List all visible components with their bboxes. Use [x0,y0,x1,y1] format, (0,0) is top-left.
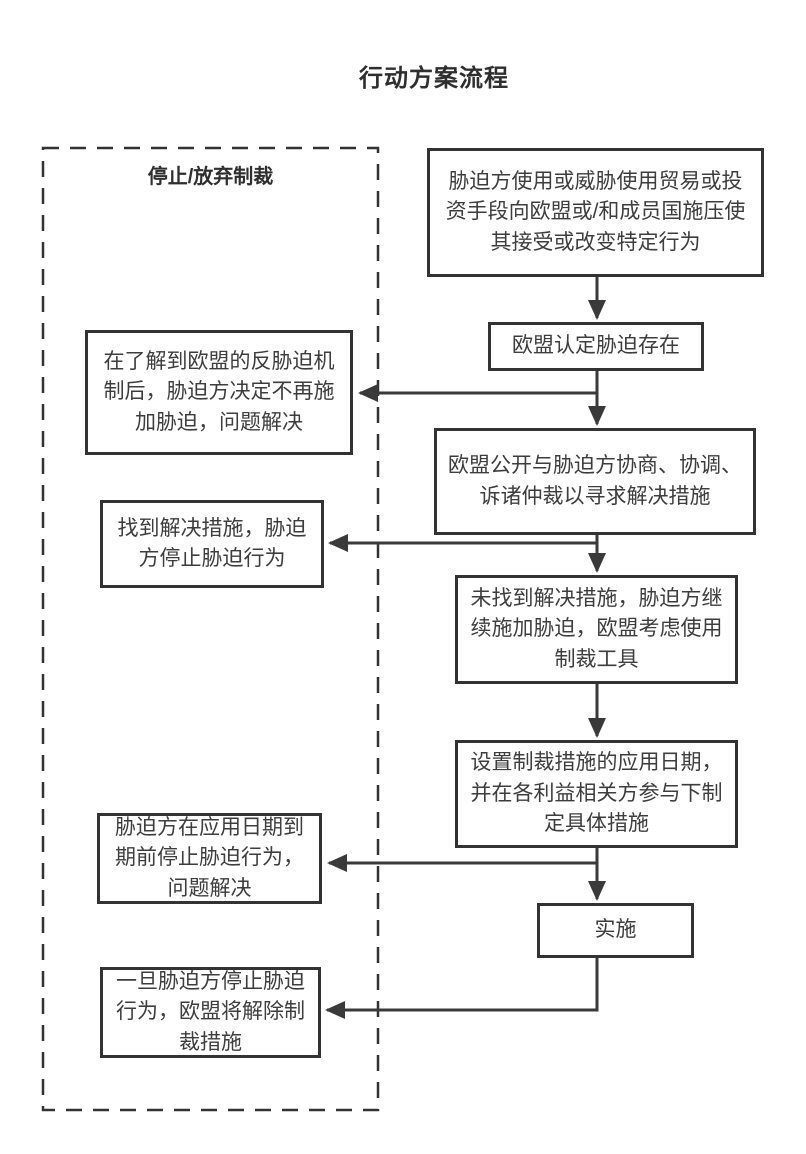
arrow-r6-to-l4 [325,958,599,1019]
flow-node-text: 在了解到欧盟的反胁迫机制后，胁迫方决定不再施加胁迫，问题解决 [103,349,335,434]
flow-node-text: 实施 [594,918,637,942]
dashed-container-label: 停止/放弃制裁 [147,166,274,188]
dashed-container-border [41,146,380,1112]
flow-node-set-sanction-date: 设置制裁措施的应用日期，并在各利益相关方参与下制定具体措施 [455,740,738,848]
flow-node-solution-found: 找到解决措施，胁迫方停止胁迫行为 [100,500,324,588]
flow-node-stops-before-deadline: 胁迫方在应用日期到期前停止胁迫行为，问题解决 [97,813,322,904]
flow-node-eu-negotiation: 欧盟公开与胁迫方协商、协调、诉诸仲裁以寻求解决措施 [434,428,756,535]
flow-node-text: 胁迫方使用或威胁使用贸易或投资手段向欧盟或/和成员国施压使其接受或改变特定行为 [445,169,746,254]
flow-node-text: 一旦胁迫方停止胁迫行为，欧盟将解除制裁措施 [116,969,305,1054]
flow-node-coercer-backs-off: 在了解到欧盟的反胁迫机制后，胁迫方决定不再施加胁迫，问题解决 [85,330,353,455]
flow-node-no-solution-consider-sanctions: 未找到解决措施，胁迫方继续施加胁迫，欧盟考虑使用制裁工具 [455,575,738,684]
flow-node-implementation: 实施 [537,903,694,958]
flow-node-text: 找到解决措施，胁迫方停止胁迫行为 [117,516,307,570]
flow-node-text: 欧盟公开与胁迫方协商、协调、诉诸仲裁以寻求解决措施 [448,454,742,508]
flow-node-text: 设置制裁措施的应用日期，并在各利益相关方参与下制定具体措施 [470,751,723,836]
flow-node-eu-determines-coercion: 欧盟认定胁迫存在 [488,322,704,371]
flow-node-text: 未找到解决措施，胁迫方继续施加胁迫，欧盟考虑使用制裁工具 [470,586,723,671]
flow-node-coercion-start: 胁迫方使用或威胁使用贸易或投资手段向欧盟或/和成员国施压使其接受或改变特定行为 [427,148,764,277]
page-title: 行动方案流程 [359,65,509,92]
flow-node-text: 胁迫方在应用日期到期前停止胁迫行为，问题解决 [115,815,304,900]
flow-node-text: 欧盟认定胁迫存在 [512,334,680,358]
flow-node-sanctions-lifted: 一旦胁迫方停止胁迫行为，欧盟将解除制裁措施 [100,967,321,1058]
